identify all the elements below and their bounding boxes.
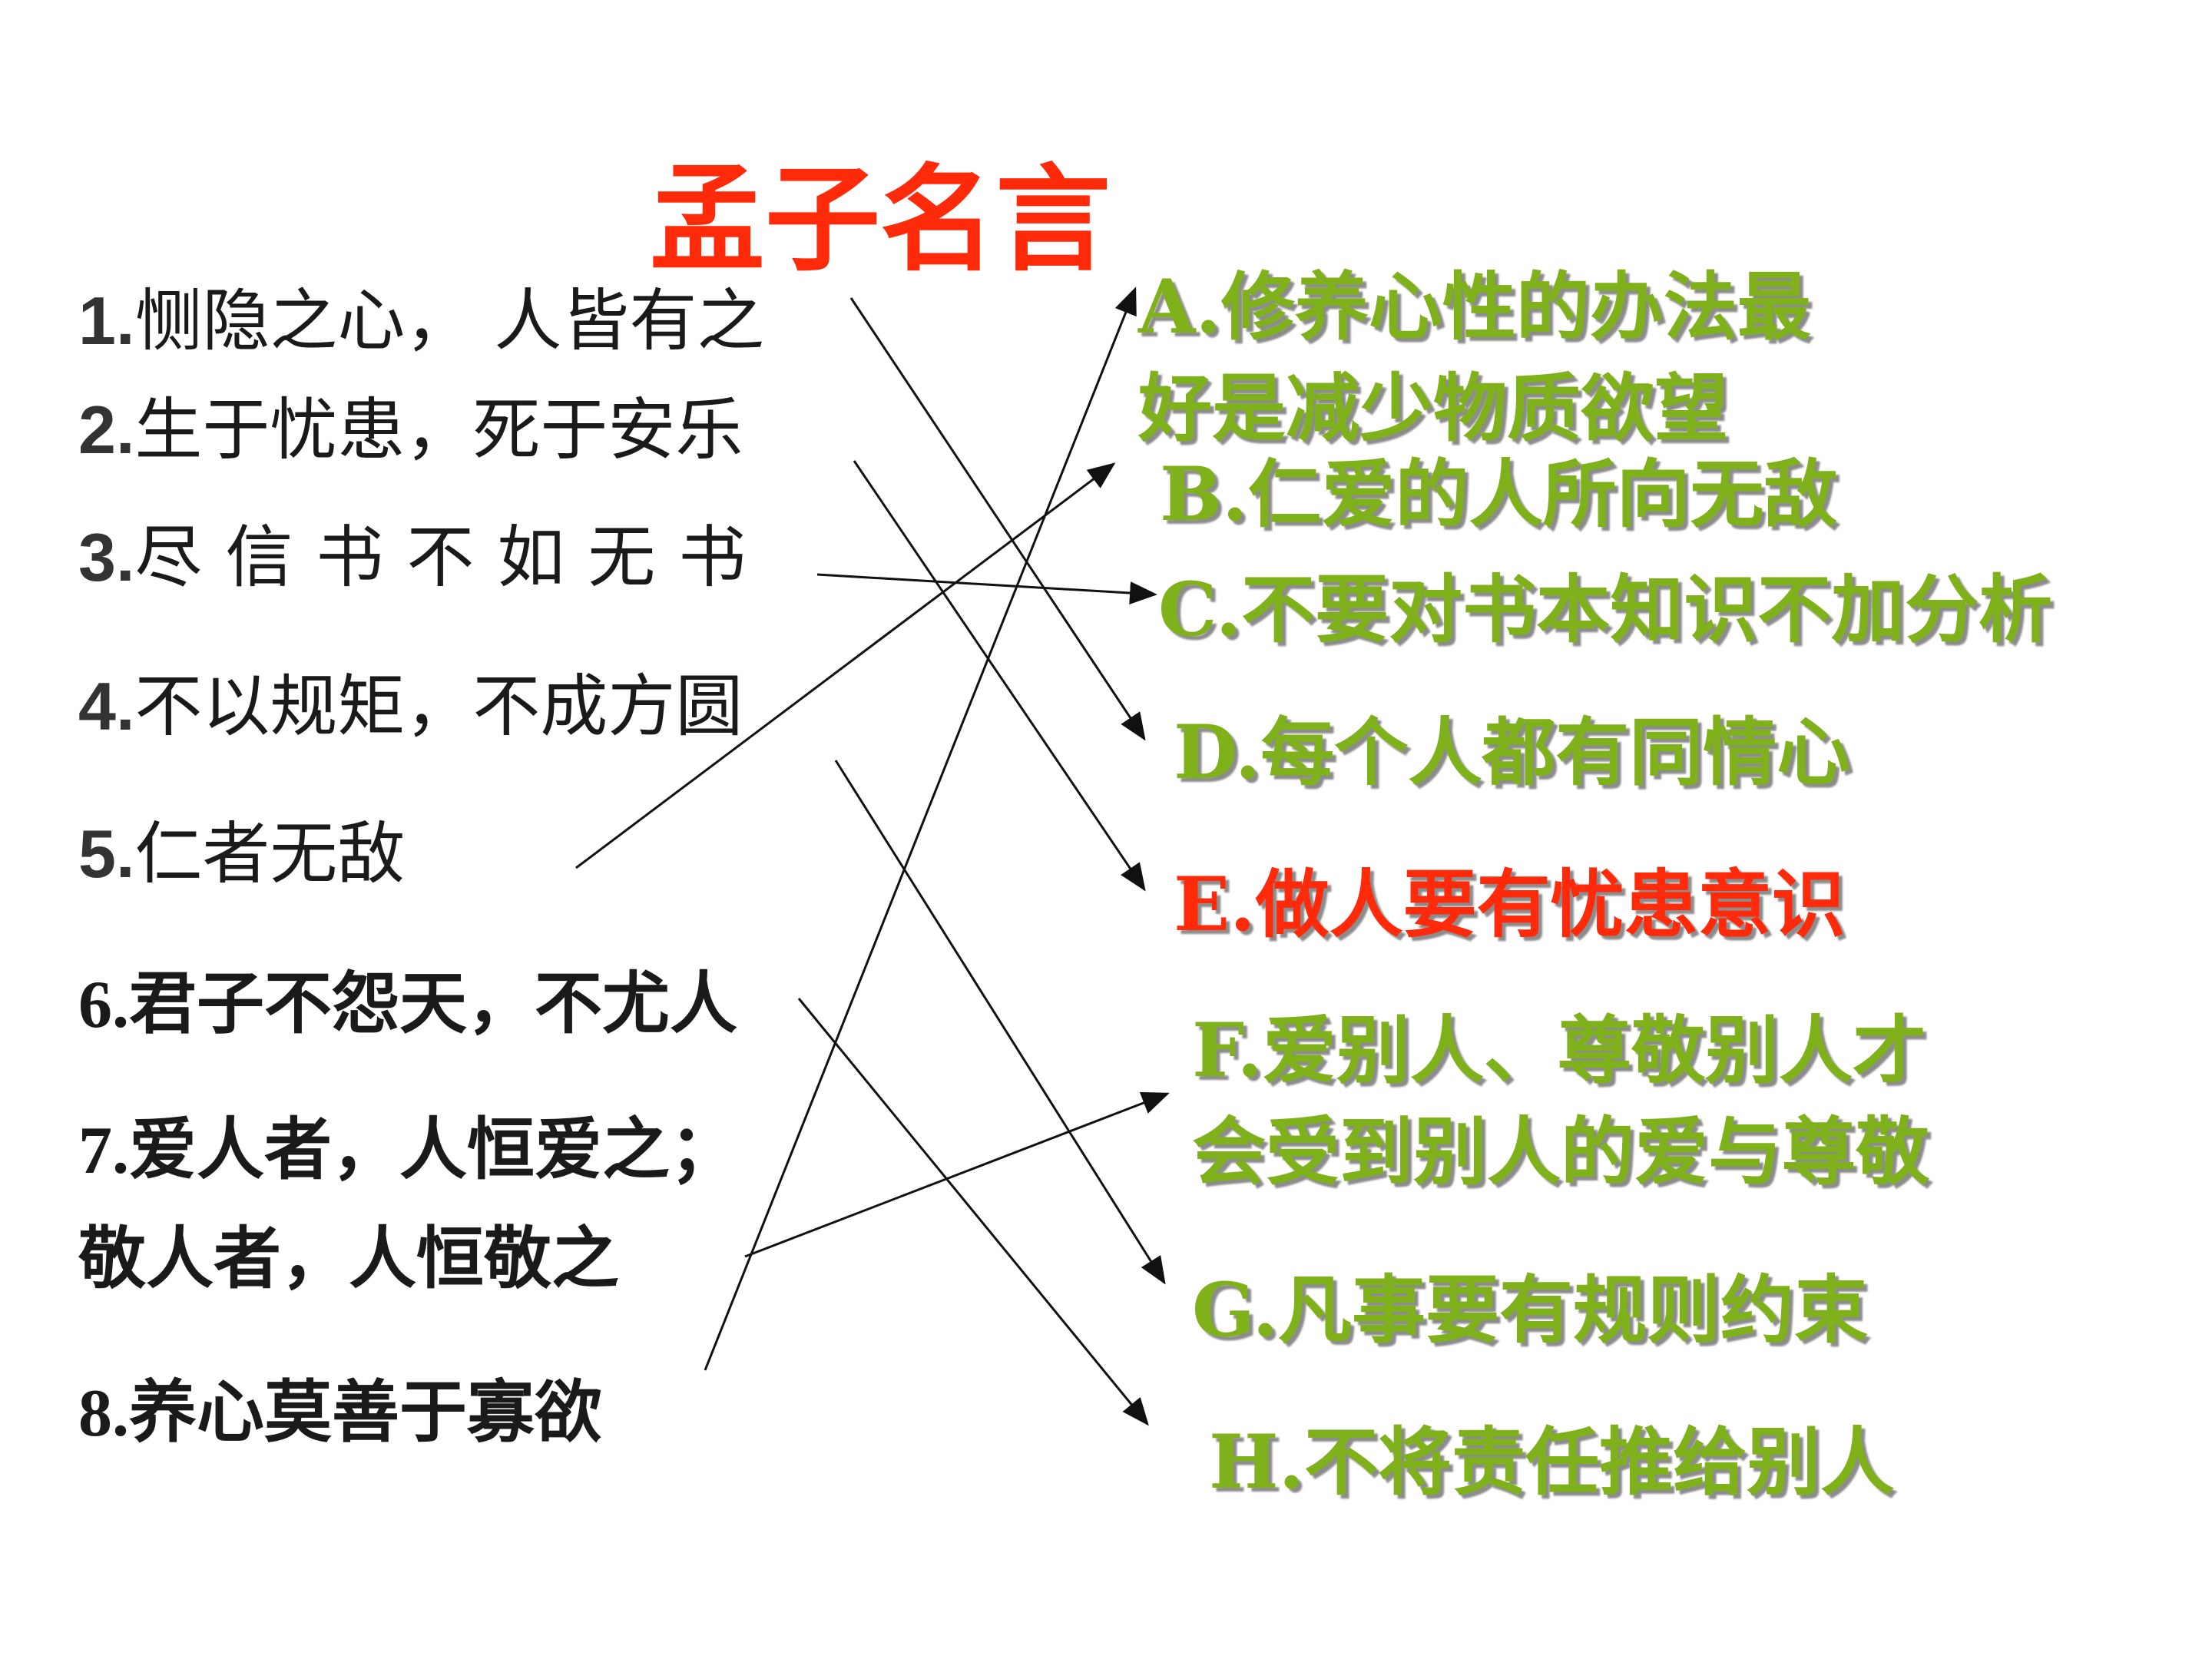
meaning-text: 会受到别人的爱与尊敬 (1192, 1108, 1929, 1195)
meaning-a: A.修养心性的办法最 好是减少物质欲望 (1138, 257, 1811, 459)
quote-text: 爱人者，人恒爱之； (129, 1109, 738, 1189)
meaning-text: 好是减少物质欲望 (1138, 365, 1728, 452)
quote-number: 1. (78, 283, 135, 359)
meaning-e: E.做人要有忧患意识 (1174, 854, 1846, 955)
quote-6: 6.君子不怨天，不尤人 (78, 969, 737, 1039)
quote-number: 8. (78, 1376, 129, 1451)
meaning-text: H.不将责任推给别人 (1209, 1419, 1895, 1505)
connector-4-g (834, 760, 1166, 1285)
quote-7-line-2: 敬人者，人恒敬之 (78, 1224, 619, 1293)
meaning-text: E.做人要有忧患意识 (1174, 861, 1846, 948)
quote-4: 4.不以规矩，不成方圆 (78, 673, 743, 740)
meaning-text: D.每个人都有同情心 (1174, 709, 1851, 796)
connector-8-a (704, 286, 1137, 1371)
connector-7-f (744, 1091, 1170, 1258)
quote-text: 不以规矩，不成方圆 (134, 667, 743, 746)
quote-text: 敬人者，人恒敬之 (78, 1218, 620, 1298)
quote-number: 2. (78, 392, 135, 468)
quote-7: 7.爱人者，人恒爱之； (78, 1115, 737, 1185)
quote-text: 生于忧患，死于安乐 (134, 390, 743, 469)
quote-text: 仁者无敌 (134, 814, 406, 893)
quote-number: 4. (78, 668, 135, 744)
quote-3: 3.尽信书不如无书 (78, 524, 769, 591)
quote-number: 5. (78, 816, 135, 892)
connector-1-d (849, 297, 1146, 741)
quote-text: 君子不怨天，不尤人 (129, 963, 738, 1043)
connector-2-e (853, 460, 1146, 892)
meaning-f: F.爱别人、尊敬别人才 会受到别人的爱与尊敬 (1192, 1000, 1929, 1203)
quote-text: 尽信书不如无书 (134, 518, 770, 597)
quote-number: 7. (78, 1114, 129, 1188)
meaning-d: D.每个人都有同情心 (1174, 702, 1850, 803)
quote-2: 2.生于忧患，死于安乐 (78, 396, 743, 464)
meaning-text: C.不要对书本知识不加分析 (1158, 566, 2053, 653)
meaning-text: A.修养心性的办法最 (1138, 263, 1811, 350)
page-title: 孟子名言 (650, 154, 1111, 287)
quote-8: 8.养心莫善于寡欲 (78, 1378, 602, 1448)
meaning-g: G.凡事要有规则约束 (1192, 1260, 1868, 1361)
meaning-h: H.不将责任推给别人 (1209, 1412, 1894, 1513)
quote-number: 6. (78, 968, 129, 1042)
quote-1: 1.恻隐之心， 人皆有之 (78, 287, 764, 355)
meaning-b: B.仁爱的人所向无敌 (1160, 444, 1838, 545)
connector-3-c (816, 573, 1157, 605)
quote-text: 恻隐之心， 人皆有之 (134, 281, 765, 360)
meaning-text: G.凡事要有规则约束 (1192, 1267, 1868, 1353)
meaning-c: C.不要对书本知识不加分析 (1158, 559, 2052, 661)
meaning-text: F.爱别人、尊敬别人才 (1192, 1007, 1926, 1094)
quote-text: 养心莫善于寡欲 (129, 1372, 603, 1452)
quote-5: 5.仁者无敌 (78, 820, 405, 888)
quote-number: 3. (78, 519, 135, 595)
meaning-text: B.仁爱的人所向无敌 (1160, 451, 1838, 538)
connector-6-h (797, 998, 1149, 1426)
